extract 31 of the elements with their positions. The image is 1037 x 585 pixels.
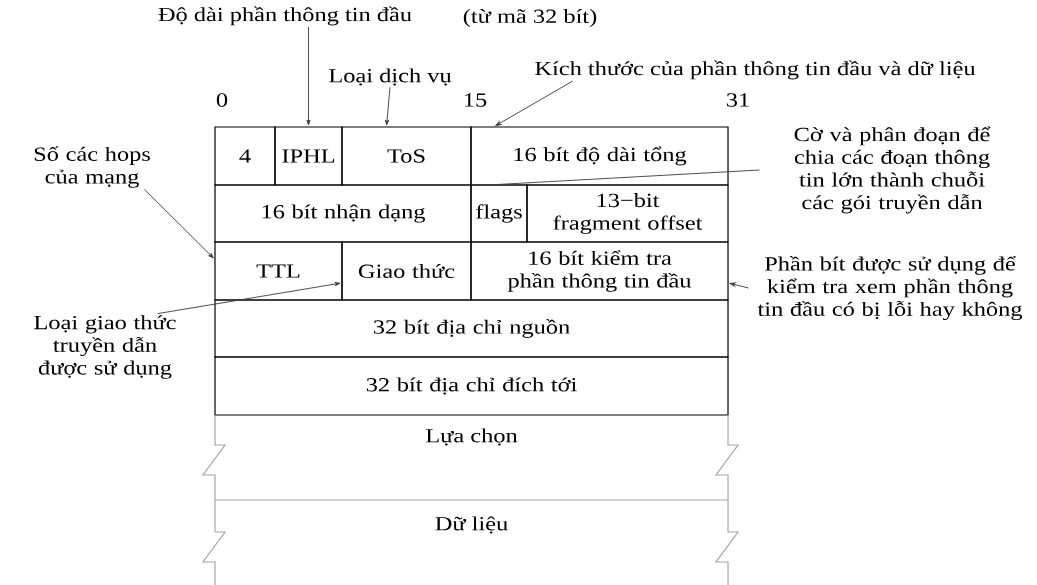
header-field-cell: TTL bbox=[214, 241, 343, 301]
annotation-text: Kích thước của phần thông tin đầu và dữ liệu bbox=[535, 60, 976, 80]
leader-arrow bbox=[157, 281, 341, 315]
header-field-cell: ToS bbox=[341, 126, 472, 186]
bit-position-number: 31 bbox=[727, 93, 749, 107]
annotation-text: Loại giao thức truyền dẫn được sử dụng bbox=[34, 315, 176, 379]
header-field-cell: 16 bít độ dài tổng bbox=[470, 126, 729, 186]
open-section: Dữ liệu bbox=[201, 499, 740, 585]
leader-arrow bbox=[306, 26, 311, 126]
annotation-text: Phần bít được sử dụng để kiểm tra xem phần thông tin đầu có bị lỗi hay không bbox=[757, 255, 1023, 321]
open-section: Lựa chọn bbox=[201, 414, 740, 501]
annotation-text: Độ dài phần thông tin đầu bbox=[158, 6, 412, 26]
leader-arrow bbox=[384, 86, 391, 126]
bit-position-number: 0 bbox=[216, 93, 228, 107]
header-field-cell: 32 bít địa chỉ nguồn bbox=[214, 299, 729, 358]
bit-position-number: 15 bbox=[464, 93, 487, 107]
header-field-cell: 32 bít địa chỉ đích tới bbox=[214, 356, 729, 416]
header-field-cell: 16 bít kiểm tra phần thông tin đầu bbox=[470, 241, 729, 301]
header-field-cell: IPHL bbox=[274, 126, 343, 186]
header-field-cell: flags bbox=[470, 184, 528, 243]
annotation-text: Số các hops của mạng bbox=[34, 146, 150, 188]
leader-arrow bbox=[143, 188, 214, 259]
header-field-cell: 4 bbox=[214, 126, 276, 186]
leader-arrow bbox=[729, 282, 749, 289]
header-field-cell: 16 bít nhận dạng bbox=[214, 184, 472, 243]
header-field-cell: Giao thức bbox=[341, 241, 472, 301]
leader-arrow bbox=[495, 80, 574, 127]
note-text: (từ mã 32 bít) bbox=[463, 8, 597, 28]
header-field-cell: 13−bit fragment offset bbox=[526, 184, 729, 243]
annotation-text: Cờ và phân đoạn để chia các đoạn thông tin lớn thành chuỗi các gói truyền dẫn bbox=[794, 126, 991, 214]
annotation-text: Loại dịch vụ bbox=[329, 68, 452, 86]
